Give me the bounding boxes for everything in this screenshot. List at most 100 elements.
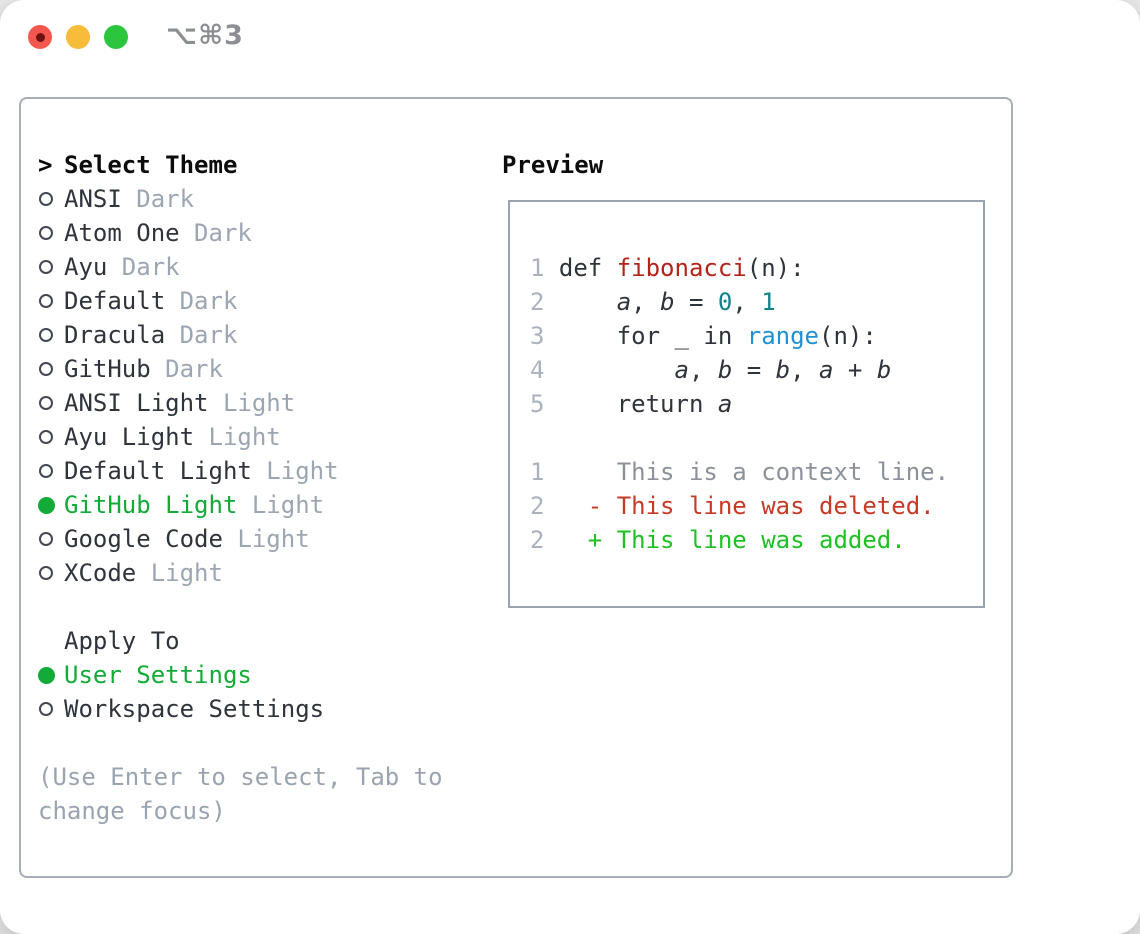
radio-dot — [39, 192, 53, 206]
theme-option[interactable]: Dracula Dark — [38, 318, 478, 352]
radio-dot — [39, 702, 53, 716]
code-segment: for _ in — [558, 322, 747, 350]
line-number: 4 — [530, 356, 559, 384]
radio-icon — [38, 464, 64, 478]
option-label: ANSI Light — [64, 389, 209, 417]
theme-option[interactable]: Default Dark — [38, 284, 478, 318]
code-segment: + This line was added. — [558, 526, 906, 554]
radio-icon — [38, 362, 64, 376]
radio-dot — [39, 328, 53, 342]
radio-dot — [38, 496, 55, 514]
focus-arrow-icon: > — [38, 151, 53, 179]
code-segment: a — [674, 356, 689, 384]
option-label: Ayu Light — [64, 423, 195, 451]
code-segment: a — [819, 356, 834, 384]
line-number: 5 — [530, 390, 559, 418]
radio-dot — [39, 396, 53, 410]
record-dot-icon — [35, 32, 45, 42]
theme-option[interactable]: Google Code Light — [38, 522, 478, 556]
code-segment: a — [616, 288, 632, 316]
radio-dot — [39, 430, 53, 444]
radio-icon — [38, 328, 64, 342]
option-label: Ayu — [64, 253, 108, 281]
code-line: 1 This is a context line. — [530, 455, 983, 489]
code-segment: b — [775, 356, 791, 384]
radio-icon — [38, 702, 64, 716]
variant-label: Dark — [150, 355, 223, 383]
radio-dot — [39, 226, 53, 240]
theme-option[interactable]: Default Light Light — [38, 454, 478, 488]
radio-dot — [39, 532, 53, 546]
titlebar: ⌥⌘3 — [0, 0, 1140, 74]
variant-label: Light — [251, 457, 339, 485]
select-theme-heading: > Select Theme — [38, 148, 478, 182]
theme-option[interactable]: Ayu Light Light — [38, 420, 478, 454]
radio-icon — [38, 192, 64, 206]
variant-label: Dark — [165, 321, 238, 349]
theme-option[interactable]: ANSI Light Light — [38, 386, 478, 420]
theme-option[interactable]: XCode Light — [38, 556, 478, 590]
theme-option[interactable]: GitHub Dark — [38, 352, 478, 386]
code-line: 5 return a — [530, 387, 983, 421]
code-segment: 1 — [761, 288, 776, 316]
variant-label: Dark — [107, 253, 180, 281]
code-segment: This is a context line. — [558, 458, 950, 486]
radio-selected-icon — [38, 666, 64, 684]
radio-icon — [38, 430, 64, 444]
minimize-button[interactable] — [66, 25, 90, 49]
code-line: 4 a, b = b, a + b — [530, 353, 983, 387]
maximize-button[interactable] — [104, 25, 128, 49]
theme-option[interactable]: Ayu Dark — [38, 250, 478, 284]
close-button[interactable] — [28, 25, 52, 49]
theme-option[interactable]: Atom One Dark — [38, 216, 478, 250]
variant-label: Light — [222, 525, 310, 553]
code-segment: b — [876, 356, 892, 384]
theme-option[interactable]: GitHub Light Light — [38, 488, 478, 522]
select-theme-heading-label: Select Theme — [64, 151, 238, 179]
option-label: Dracula — [64, 321, 166, 349]
code-segment — [559, 288, 617, 316]
apply-option[interactable]: Workspace Settings — [38, 692, 478, 726]
apply-option[interactable]: User Settings — [38, 658, 478, 692]
code-segment: (n): — [746, 254, 805, 282]
code-segment: = — [732, 356, 776, 384]
option-label: Google Code — [64, 525, 223, 553]
radio-dot — [38, 666, 55, 684]
radio-dot — [39, 566, 53, 580]
code-line: 3 for _ in range(n): — [530, 319, 983, 353]
code-segment: a — [717, 390, 733, 418]
radio-icon — [38, 294, 64, 308]
code-segment: (n): — [819, 322, 877, 350]
line-number: 1 — [530, 254, 559, 282]
code-segment: - This line was deleted. — [558, 492, 935, 520]
radio-icon — [38, 532, 64, 546]
radio-selected-icon — [38, 496, 64, 514]
code-segment: + — [833, 356, 877, 384]
option-label: User Settings — [64, 661, 252, 689]
option-label: GitHub — [64, 355, 151, 383]
theme-option[interactable]: ANSI Dark — [38, 182, 478, 216]
code-segment: range — [746, 322, 819, 350]
spacer — [38, 590, 478, 624]
code-segment: = — [674, 288, 718, 316]
code-segment: 0 — [717, 288, 733, 316]
code-line: 2 a, b = 0, 1 — [530, 285, 983, 319]
variant-label: Dark — [179, 219, 252, 247]
radio-icon — [38, 260, 64, 274]
radio-dot — [39, 260, 53, 274]
line-number: 1 — [530, 458, 559, 486]
code-segment: return — [558, 390, 718, 418]
code-segment: , — [688, 356, 718, 384]
radio-icon — [38, 396, 64, 410]
code-segment — [559, 356, 675, 384]
line-number: 2 — [530, 288, 559, 316]
apply-to-heading: Apply To — [38, 624, 478, 658]
code-segment: fibonacci — [616, 254, 747, 282]
code-segment: def — [558, 254, 617, 282]
